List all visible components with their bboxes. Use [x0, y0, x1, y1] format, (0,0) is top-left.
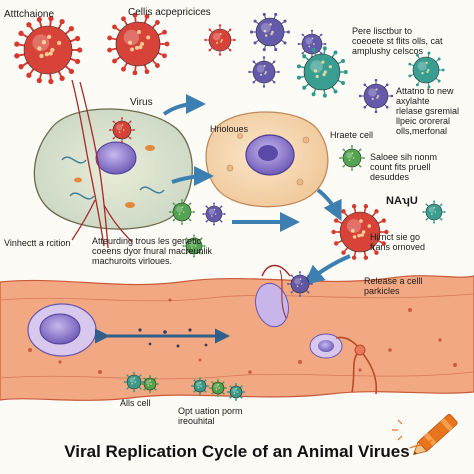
- virus-particle: [141, 375, 159, 393]
- virus-particle: [297, 29, 327, 59]
- crayon-icon: [412, 413, 458, 456]
- arrow-cell1-to-cell2: [171, 166, 214, 187]
- label-top-right: Pere lisctbur to coeoete st flits olls, …: [352, 26, 443, 56]
- arrow-cell2-to-right: [316, 188, 342, 222]
- virus-particle: [191, 377, 209, 395]
- virus-particle: [296, 46, 348, 98]
- virus-particle: [169, 199, 195, 225]
- label-harvest: Hirnct sie go frans ornoved: [370, 232, 426, 252]
- label-optuation: Opt uation porm ireouhital: [178, 406, 243, 426]
- virus-particle: [249, 12, 291, 52]
- flow-arrows: [162, 94, 351, 286]
- virus-particle: [331, 204, 389, 260]
- organelles-left: [61, 156, 165, 200]
- virus-particle: [248, 56, 280, 88]
- virus-particle: [358, 78, 394, 114]
- virus-particle: [408, 51, 445, 89]
- label-release-cell: Release a celll parkicles: [364, 276, 423, 296]
- virus-particle: [339, 145, 365, 171]
- tissue-particles: [138, 328, 208, 348]
- label-alls-cell: Alls cell: [120, 398, 151, 408]
- virus-particle: [109, 117, 135, 143]
- viral-genome-strands: [71, 79, 133, 249]
- budding-cell: [255, 282, 289, 328]
- tissue-dots: [28, 298, 457, 374]
- tissue-cell-nucleus: [39, 313, 81, 345]
- diagram-title: Viral Replication Cycle of an Animal Vir…: [64, 442, 410, 461]
- virus-particle: [287, 271, 313, 297]
- label-nucleus: Hrioloues: [210, 124, 249, 134]
- host-cell-left-nucleus: [95, 141, 137, 175]
- virus-particle: [123, 371, 145, 393]
- virus-particle: [204, 24, 236, 56]
- virus-particle: [209, 379, 227, 397]
- virus-particle: [182, 234, 206, 258]
- label-host-cell: Hraete cell: [330, 130, 374, 140]
- virus-particles: [14, 12, 446, 401]
- label-attachment: Atttchaione: [4, 9, 55, 20]
- virus-particle: [107, 12, 170, 76]
- virus-particle: [422, 200, 446, 224]
- label-cells-top: Cellis acpepricices: [128, 7, 211, 18]
- label-right-mid: Attatno to new axylahte rlelase gsremial…: [396, 86, 460, 136]
- label-attending: Atteurding trous les genetic coeens dyor…: [92, 236, 213, 266]
- label-virus: Virus: [130, 97, 153, 108]
- virus-particle: [227, 383, 245, 401]
- arrow-down-to-tissue: [303, 254, 351, 286]
- label-nau: NAʮU: [386, 195, 418, 207]
- label-vinhect: Vinhectt a rcition: [4, 238, 71, 248]
- virus-particle: [202, 202, 226, 226]
- virus-particle: [14, 15, 83, 85]
- label-release-form: Saloee sih nonm count fits pruell desudd…: [370, 152, 438, 182]
- arrow-virus-to-cell: [162, 94, 206, 116]
